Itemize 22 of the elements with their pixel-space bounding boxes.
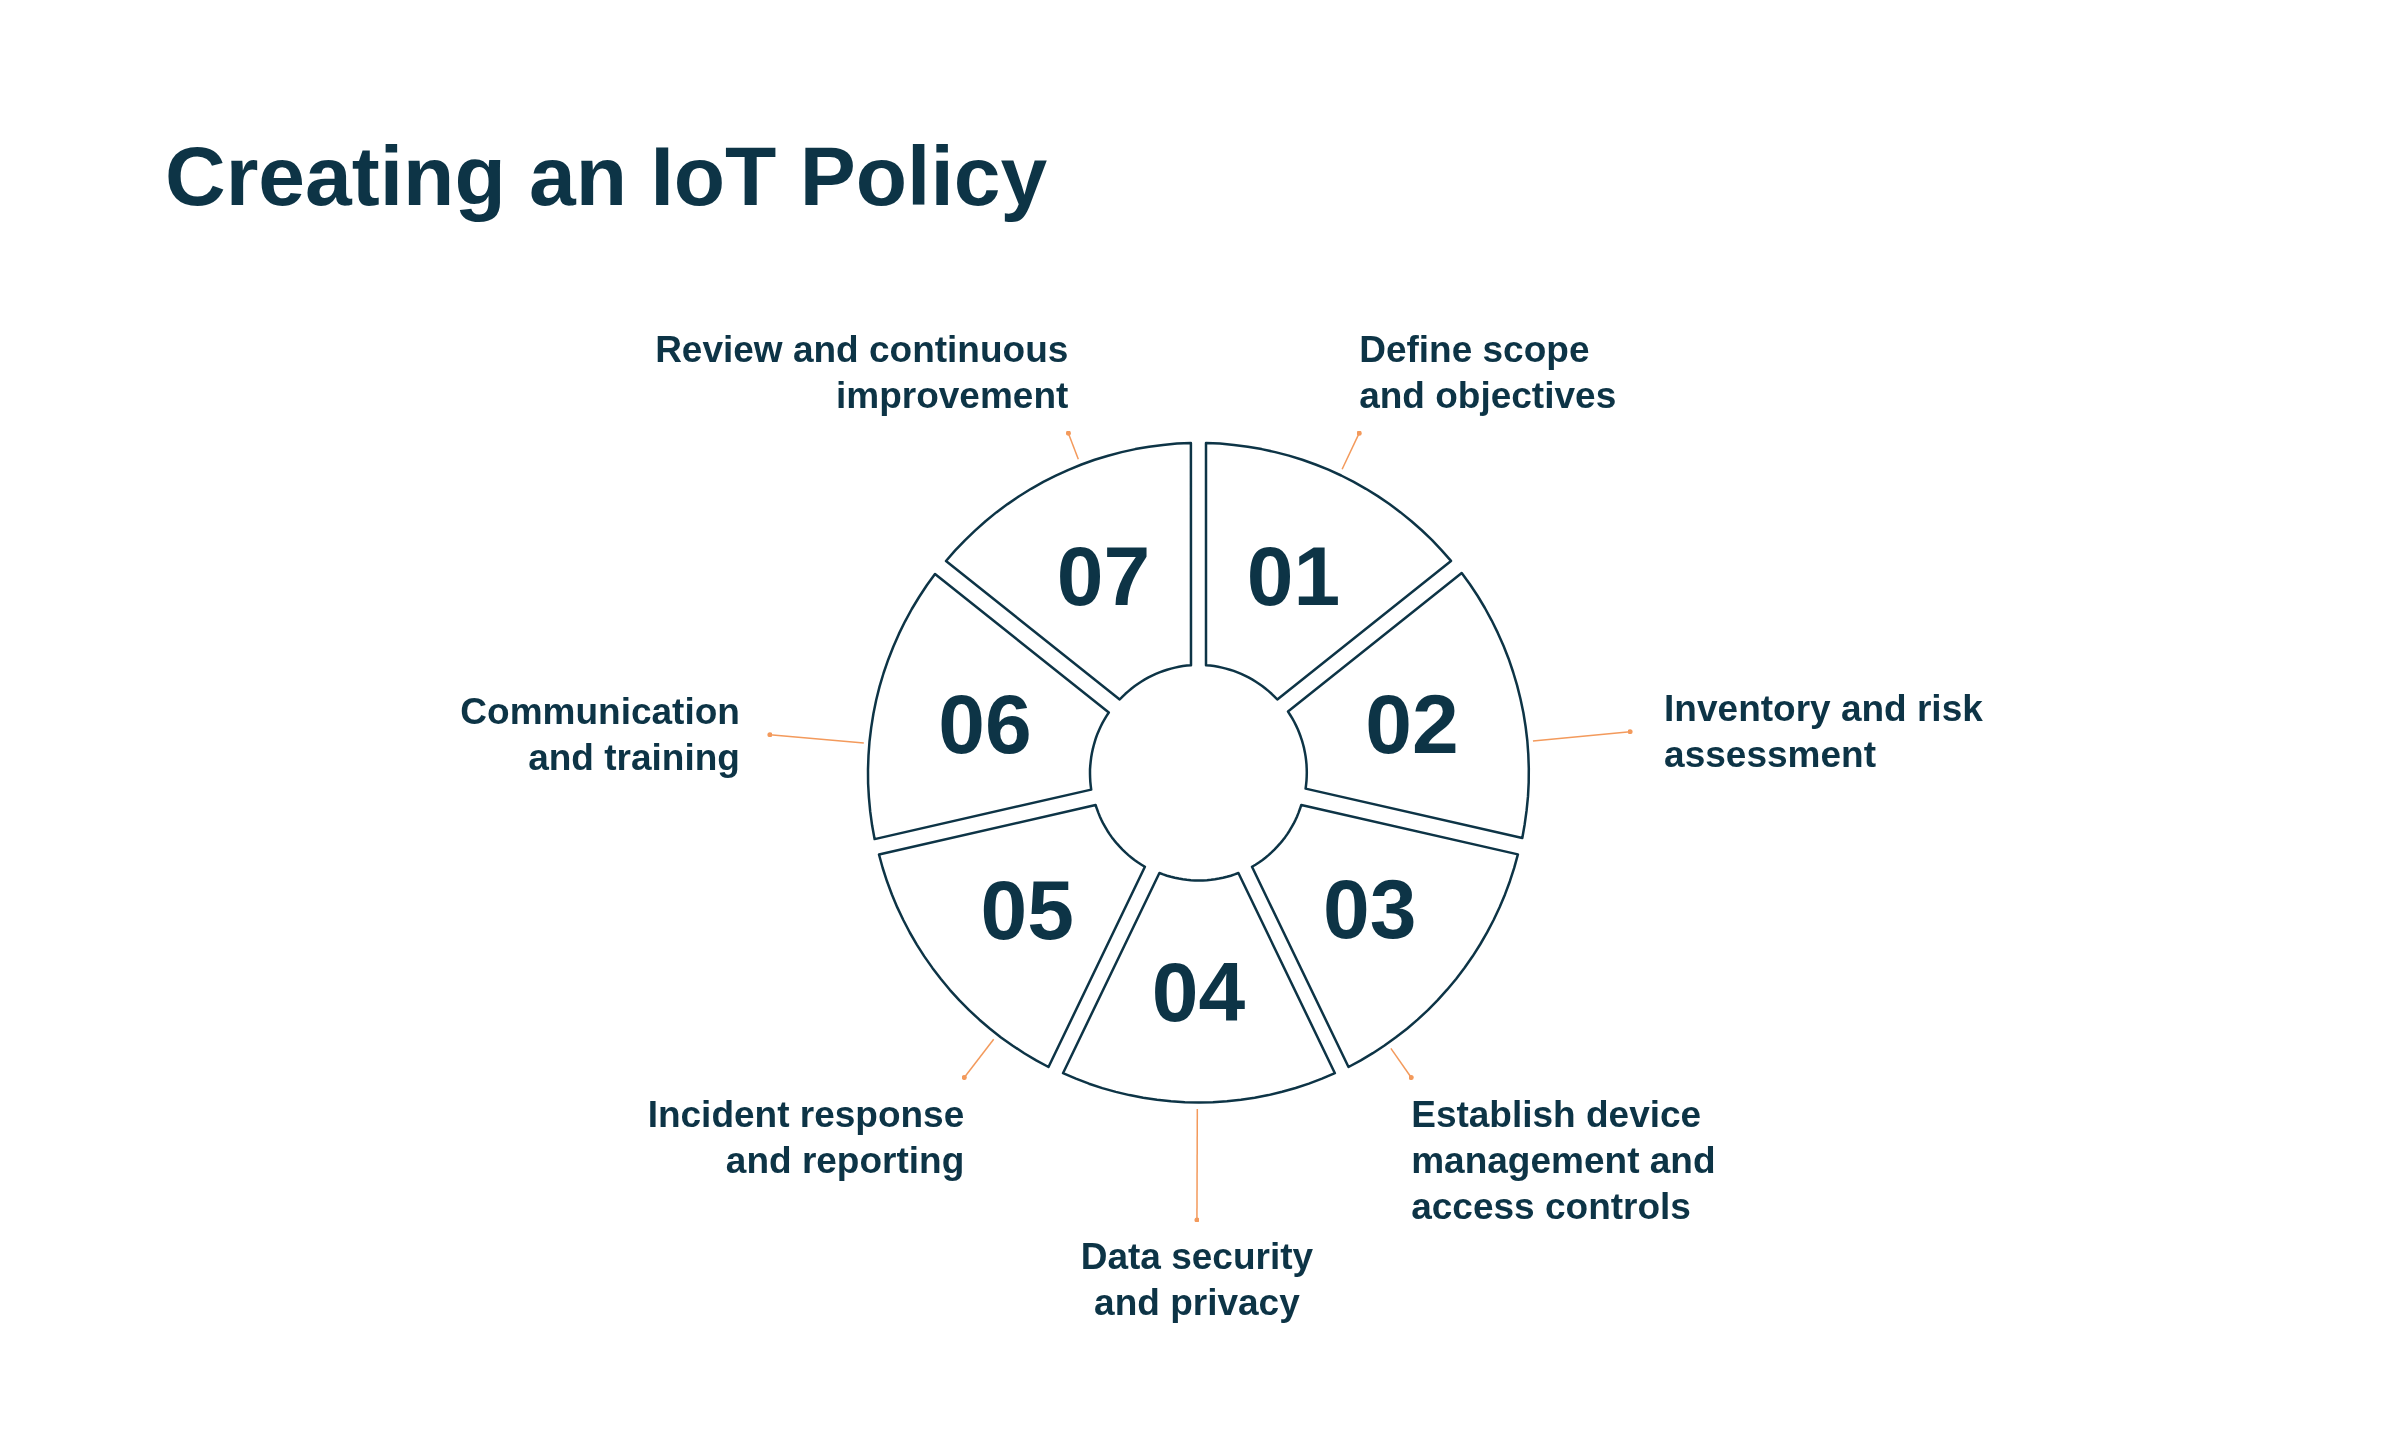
- step-label: Data security and privacy: [1046, 1219, 1347, 1326]
- step-number: 06: [938, 682, 1032, 767]
- step-label: Establish device management and access controls: [1411, 1077, 1762, 1230]
- leader-line: [1194, 1108, 1200, 1223]
- leader-line: [1390, 1047, 1414, 1081]
- leader-line: [1341, 430, 1362, 470]
- step-number: 05: [980, 867, 1074, 952]
- leader-line: [1065, 430, 1080, 460]
- step-label: Inventory and risk assessment: [1630, 685, 2010, 778]
- step-number: 01: [1246, 533, 1341, 618]
- step-number: 07: [1056, 533, 1151, 618]
- step-label: Define scope and objectives: [1359, 327, 1645, 434]
- leader-line: [961, 1038, 995, 1081]
- step-number: 03: [1323, 867, 1417, 952]
- title: Creating an IoT Policy: [165, 128, 1048, 225]
- leader-line: [1532, 729, 1633, 742]
- step-number: 04: [1151, 949, 1246, 1034]
- step-number: 02: [1365, 682, 1459, 767]
- step-label: Review and continuous improvement: [608, 327, 1069, 434]
- leader-line: [767, 732, 865, 744]
- step-label: Incident response and reporting: [594, 1077, 965, 1184]
- step-label: Communication and training: [389, 688, 770, 781]
